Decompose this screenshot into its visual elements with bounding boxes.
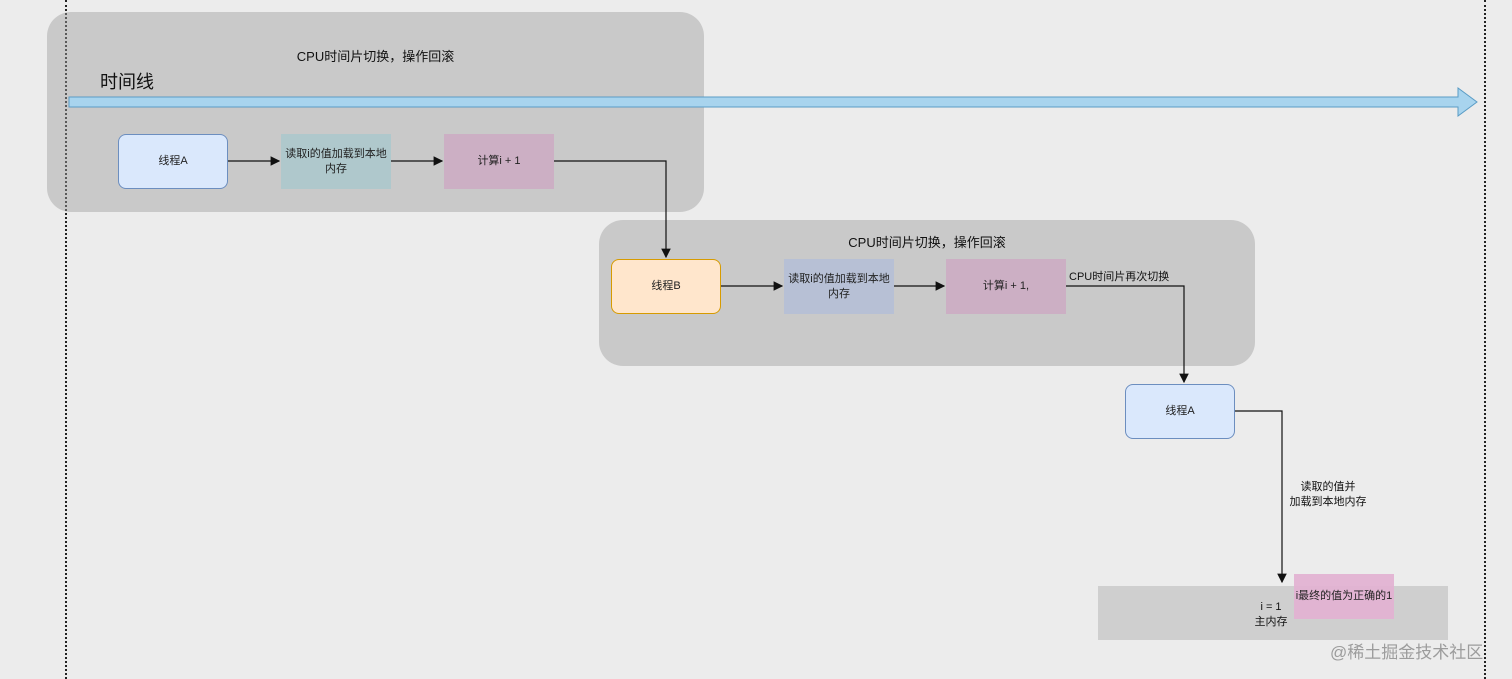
- group-cpu-switch-2: CPU时间片切换，操作回滚: [599, 220, 1255, 366]
- right-boundary-line: [1484, 0, 1486, 679]
- group-2-title: CPU时间片切换，操作回滚: [848, 235, 1006, 250]
- load-to-local-node-1[interactable]: 读取i的值加载到本地 内存: [281, 134, 391, 189]
- timeline-label: 时间线: [100, 72, 154, 92]
- arrow-compute-to-thread-b: [554, 160, 671, 259]
- compute-node-1[interactable]: 计算i + 1: [444, 134, 554, 189]
- compute-node-2[interactable]: 计算i + 1,: [946, 259, 1066, 314]
- main-memory-label: i = 1 主内存: [1254, 601, 1288, 629]
- timeline-arrow: [68, 87, 1478, 117]
- final-value-note: i最终的值为正确的1: [1294, 574, 1394, 619]
- group-1-title: CPU时间片切换，操作回滚: [296, 49, 455, 64]
- left-boundary-line: [65, 0, 67, 679]
- cpu-switch-again-label: CPU时间片再次切换: [1069, 271, 1170, 283]
- arrow-compute2-to-thread-a2: [1066, 285, 1189, 384]
- read-and-load-label: 读取的值并 加载到本地内存: [1289, 481, 1367, 509]
- thread-b-node[interactable]: 线程B: [611, 259, 721, 314]
- arrow-thread-a2-to-main-memory: [1235, 410, 1287, 584]
- watermark: @稀土掘金技术社区: [1330, 643, 1484, 662]
- load-to-local-node-2[interactable]: 读取i的值加载到本地 内存: [784, 259, 894, 314]
- thread-a-node-2[interactable]: 线程A: [1125, 384, 1235, 439]
- thread-a-node[interactable]: 线程A: [118, 134, 228, 189]
